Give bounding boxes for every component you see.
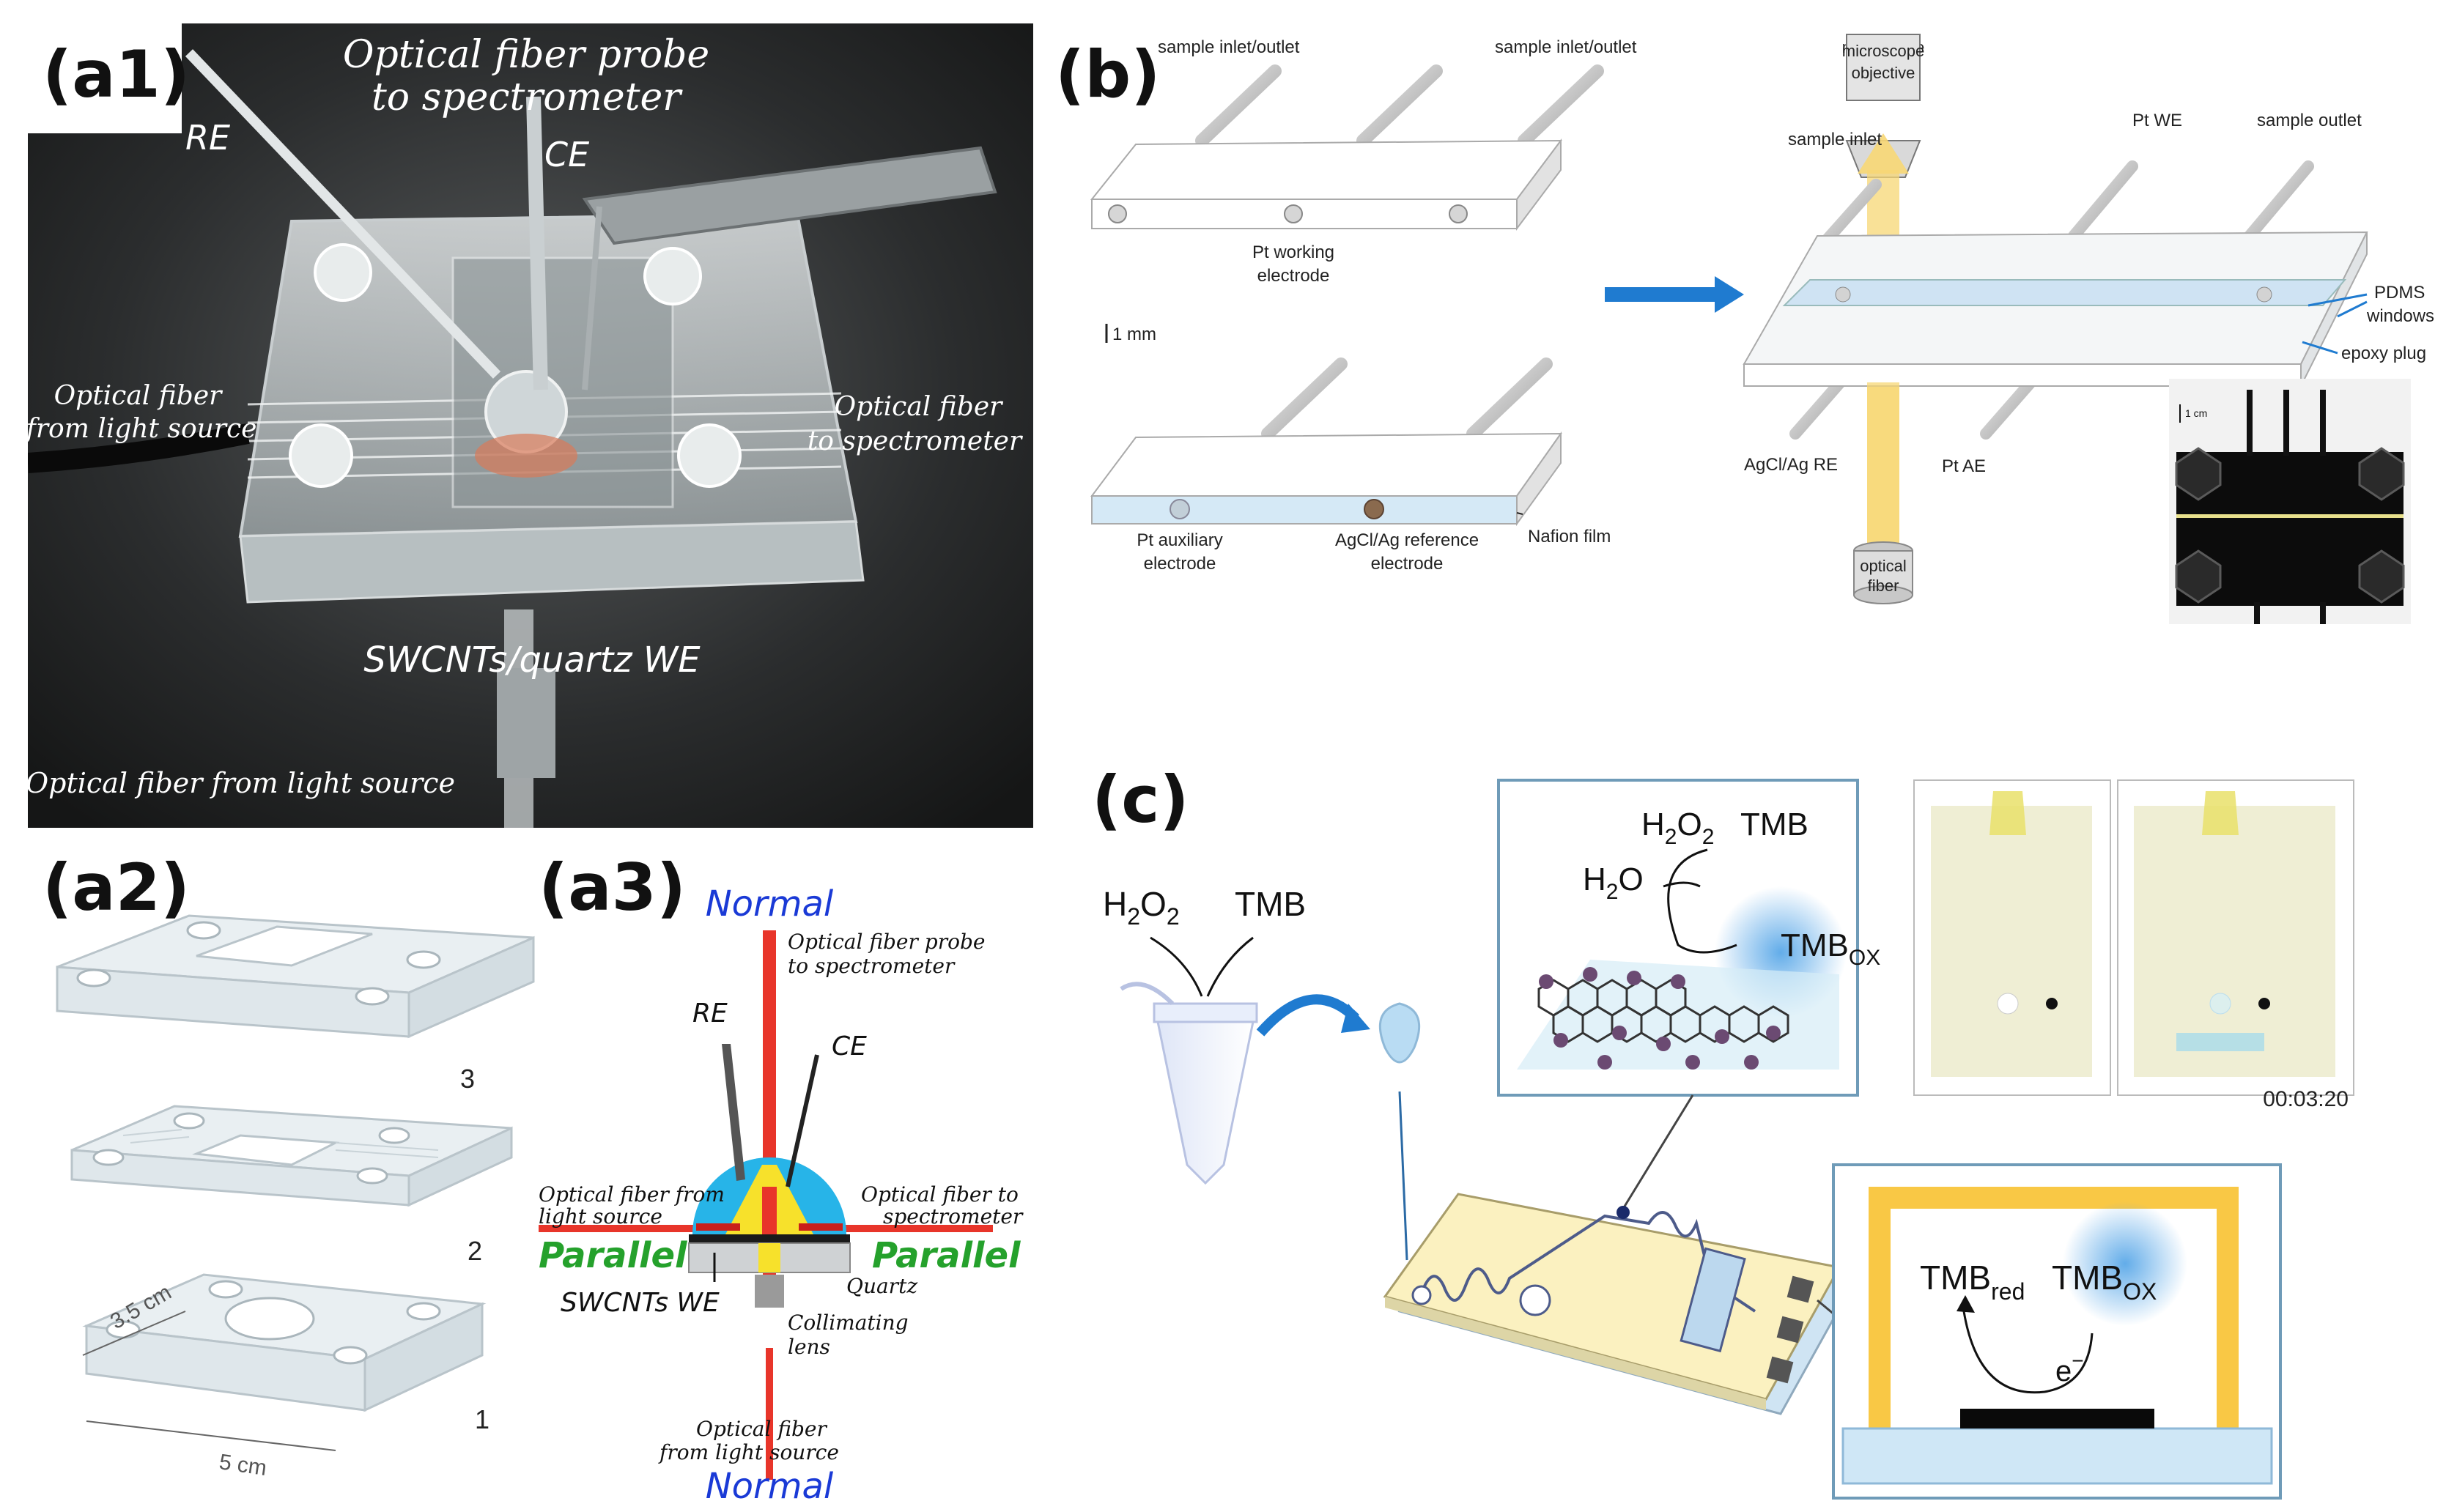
b-sample-inlet: sample inlet: [1788, 130, 1882, 149]
c-tmb-top: TMB: [1235, 885, 1306, 923]
c-timestamp: 00:03:20: [2263, 1087, 2349, 1111]
a3-we: SWCNTs WE: [561, 1288, 720, 1318]
b-panel-label: (b): [1055, 37, 1161, 112]
a3-from-1: Optical fiber from: [539, 1182, 725, 1207]
a1-bottom-label: Optical fiber from light source: [28, 767, 455, 799]
b-pt-we: Pt WE: [2132, 111, 2182, 130]
b-sample-outlet: sample outlet: [2257, 111, 2362, 130]
c-tmb-inset: TMB: [1740, 807, 1808, 842]
c-h2o2-top: H2O2: [1103, 885, 1180, 930]
a3-panel-label: (a3): [539, 850, 687, 925]
a2-dim-length: 5 cm: [218, 1450, 268, 1480]
c-panel-label: (c): [1092, 762, 1189, 837]
b-diagram: sample inlet/outlet sample inlet/outlet …: [1090, 34, 2434, 624]
a3-to-2: spectrometer: [883, 1204, 1024, 1228]
c-tmbox-electrode: TMBOX: [2052, 1259, 2157, 1305]
c-tube: [1156, 1020, 1255, 1185]
a1-re-label: RE: [185, 118, 230, 158]
a1-panel-label: (a1): [43, 37, 191, 112]
panel-a1: Optical fiber probe to spectrometer RE C…: [24, 23, 1033, 829]
a1-right-fiber-2: to spectrometer: [808, 426, 1023, 456]
a1-ce-label: CE: [544, 135, 589, 174]
a3-bottom-fiber-1: Optical fiber: [696, 1417, 827, 1441]
b-arrow: [1605, 276, 1744, 313]
a3-re: RE: [692, 998, 728, 1029]
a3-from-2: light source: [539, 1204, 662, 1228]
b-microscope-2: objective: [1852, 64, 1915, 82]
a3-parallel-right: Parallel: [872, 1235, 1021, 1276]
b-aux-2: electrode: [1144, 554, 1216, 574]
b-pt-ae: Pt AE: [1942, 456, 1986, 476]
a1-left-fiber-2: from light source: [28, 414, 256, 444]
c-droplet: [1378, 1002, 1421, 1064]
a1-probe-text-2: to spectrometer: [372, 75, 683, 119]
a1-photo: Optical fiber probe to spectrometer RE C…: [24, 23, 1033, 829]
a1-left-fiber-1: Optical fiber: [54, 381, 223, 411]
b-pt-we-1: Pt working: [1252, 242, 1334, 262]
panel-b: (b) sample inlet/outlet sample inlet/out…: [1048, 23, 2440, 631]
a1-probe-text-1: Optical fiber probe: [343, 33, 709, 77]
b-agcl-re: AgCl/Ag RE: [1744, 455, 1838, 475]
a2-panel-label: (a2): [43, 850, 191, 925]
b-scale-cm: 1 cm: [2185, 407, 2207, 419]
panel-a2: (a2): [28, 842, 541, 1512]
a1-right-fiber-1: Optical fiber: [835, 392, 1003, 422]
b-ref-2: electrode: [1371, 554, 1444, 574]
b-pdms-2: windows: [2366, 306, 2434, 326]
a3-probe-1: Optical fiber probe: [788, 930, 985, 954]
a3-lens-1: Collimating: [788, 1311, 909, 1335]
b-optical-1: optical: [1860, 557, 1907, 575]
a2-diagram: 3 2 1 3.5 cm 5 cm: [56, 914, 535, 1480]
a3-parallel-left: Parallel: [539, 1235, 687, 1276]
svg-text:microscope: microscope: [1842, 42, 1924, 60]
b-aux-1: Pt auxiliary: [1137, 530, 1222, 550]
c-electron: e−: [2055, 1349, 2084, 1387]
a3-quartz: Quartz: [846, 1274, 917, 1298]
b-nafion: Nafion film: [1528, 527, 1611, 546]
b-inlet-right: sample inlet/outlet: [1495, 37, 1637, 57]
a3-probe-2: to spectrometer: [788, 954, 956, 978]
a2-layer-3: 3: [460, 1064, 475, 1094]
b-pt-we-2: electrode: [1257, 266, 1330, 286]
a1-label-box: [28, 23, 182, 133]
b-epoxy: epoxy plug: [2341, 344, 2426, 363]
b-pdms-1: PDMS: [2374, 283, 2425, 303]
a2-layer-1: 1: [475, 1404, 489, 1434]
b-ref-1: AgCl/Ag reference: [1335, 530, 1479, 550]
a3-normal-bottom: Normal: [706, 1466, 834, 1507]
b-optical-2: fiber: [1868, 577, 1899, 595]
c-tmbred: TMBred: [1920, 1259, 2025, 1305]
panel-a3: (a3) Normal Optical fiber probe to spect…: [539, 842, 1052, 1512]
panel-c: (c) H2O2 TMB: [1077, 755, 2440, 1512]
b-inlet-left: sample inlet/outlet: [1158, 37, 1300, 57]
c-h2o2-inset: H2O2: [1641, 807, 1714, 849]
a1-we-label: SWCNTs/quartz WE: [363, 640, 701, 681]
a3-normal-top: Normal: [706, 883, 834, 924]
a3-diagram: Normal Optical fiber probe to spectromet…: [539, 883, 1024, 1507]
c-tmbox-inset: TMBOX: [1781, 927, 1880, 970]
a3-ce: CE: [832, 1031, 867, 1061]
b-scale: 1 mm: [1112, 325, 1156, 344]
c-h2o-inset: H2O: [1583, 861, 1644, 904]
a3-bottom-fiber-2: from light source: [658, 1440, 839, 1464]
a3-lens-2: lens: [788, 1335, 830, 1359]
a2-layer-2: 2: [468, 1236, 482, 1266]
a3-to-1: Optical fiber to: [861, 1182, 1019, 1207]
c-diagram: H2O2 TMB: [1103, 779, 2354, 1500]
